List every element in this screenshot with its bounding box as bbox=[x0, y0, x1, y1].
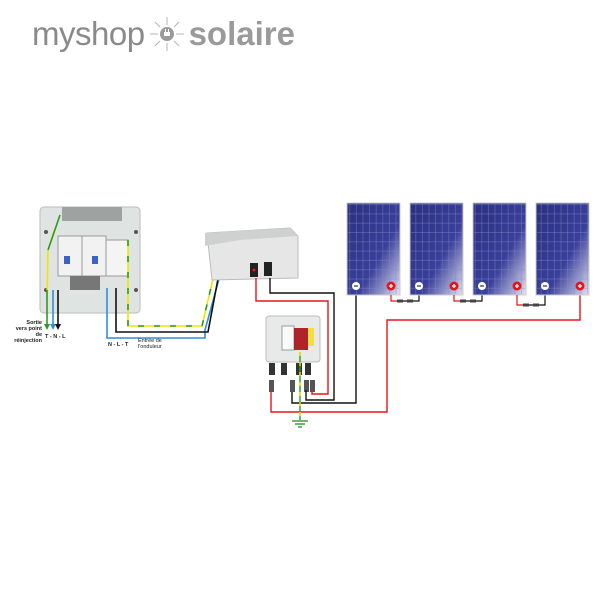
ground-symbol bbox=[292, 420, 308, 428]
panel-interconnect bbox=[453, 295, 483, 303]
logo-text-solaire: solaire bbox=[188, 15, 295, 52]
brand-logo: myshop solaire bbox=[32, 14, 295, 54]
panel-interconnect bbox=[516, 295, 546, 307]
output-phases-label: T - N - L bbox=[45, 334, 66, 340]
neutral-wire bbox=[106, 267, 223, 339]
dc-wiring bbox=[255, 278, 581, 420]
ac-wiring bbox=[44, 214, 223, 339]
earth-wire bbox=[127, 240, 217, 327]
panel-interconnect bbox=[390, 295, 420, 303]
dc-protection-box bbox=[265, 315, 321, 392]
inverter-negative-wire bbox=[269, 278, 335, 401]
phase-wire bbox=[115, 267, 221, 333]
input-phases-label: N - L - T bbox=[108, 342, 129, 348]
inverter-positive-wire bbox=[255, 278, 329, 395]
sun-plug-icon bbox=[149, 17, 184, 51]
array-positive-wire bbox=[270, 295, 581, 413]
input-title-label: Entrée de l'onduleur bbox=[138, 338, 162, 350]
inverter bbox=[205, 227, 299, 281]
logo-text-myshop: myshop bbox=[32, 15, 145, 52]
array-negative-wire bbox=[291, 295, 357, 404]
output-title-label: Sortie vers point de réinjection bbox=[14, 320, 42, 344]
solar-panel bbox=[409, 202, 464, 296]
ac-protection-box bbox=[39, 206, 141, 314]
solar-panel bbox=[535, 202, 590, 296]
solar-panel bbox=[346, 202, 401, 296]
solar-panel bbox=[472, 202, 527, 296]
